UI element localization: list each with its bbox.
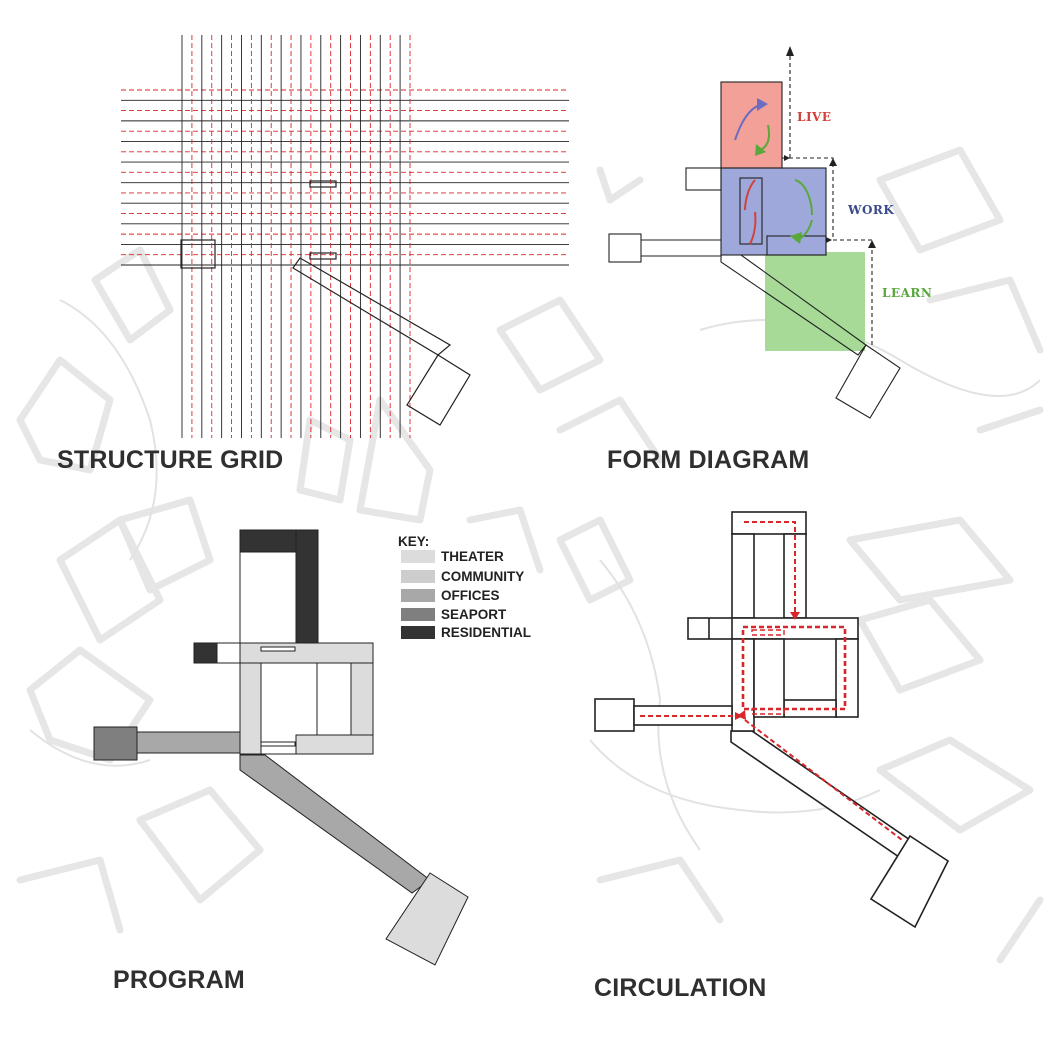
background-sketch <box>16 146 1044 964</box>
key-title: KEY: <box>398 534 430 549</box>
live-label: LIVE <box>797 110 832 124</box>
key-swatch <box>401 569 435 583</box>
key-item-residential: RESIDENTIAL <box>401 624 531 640</box>
learn-label: LEARN <box>882 286 933 300</box>
key-item-community: COMMUNITY <box>401 568 524 584</box>
structure-grid-outline <box>180 180 471 426</box>
key-label: RESIDENTIAL <box>441 624 532 640</box>
key-label: OFFICES <box>441 587 500 603</box>
circulation-path <box>640 521 903 841</box>
key-label: SEAPORT <box>441 606 507 622</box>
circulation-plan <box>594 511 950 929</box>
key-item-seaport: SEAPORT <box>401 606 506 622</box>
key-label: THEATER <box>441 548 504 564</box>
key-swatch <box>401 607 435 621</box>
key-item-offices: OFFICES <box>401 587 500 603</box>
structure-grid-title: STRUCTURE GRID <box>57 446 284 474</box>
work-label: WORK <box>848 203 895 217</box>
form-diagram-title: FORM DIAGRAM <box>607 446 810 474</box>
key-swatch <box>401 549 435 563</box>
key-label: COMMUNITY <box>441 568 525 584</box>
learn-zone <box>765 252 865 351</box>
circulation-title: CIRCULATION <box>594 974 767 1002</box>
key-swatch <box>401 625 435 639</box>
program-title: PROGRAM <box>113 966 245 994</box>
live-zone <box>721 82 782 168</box>
key-swatch <box>401 588 435 602</box>
form-diagram <box>608 46 901 419</box>
structure-grid-lines <box>121 35 569 438</box>
key-item-theater: THEATER <box>401 548 504 564</box>
program-plan <box>93 529 469 966</box>
work-zone <box>721 168 826 255</box>
